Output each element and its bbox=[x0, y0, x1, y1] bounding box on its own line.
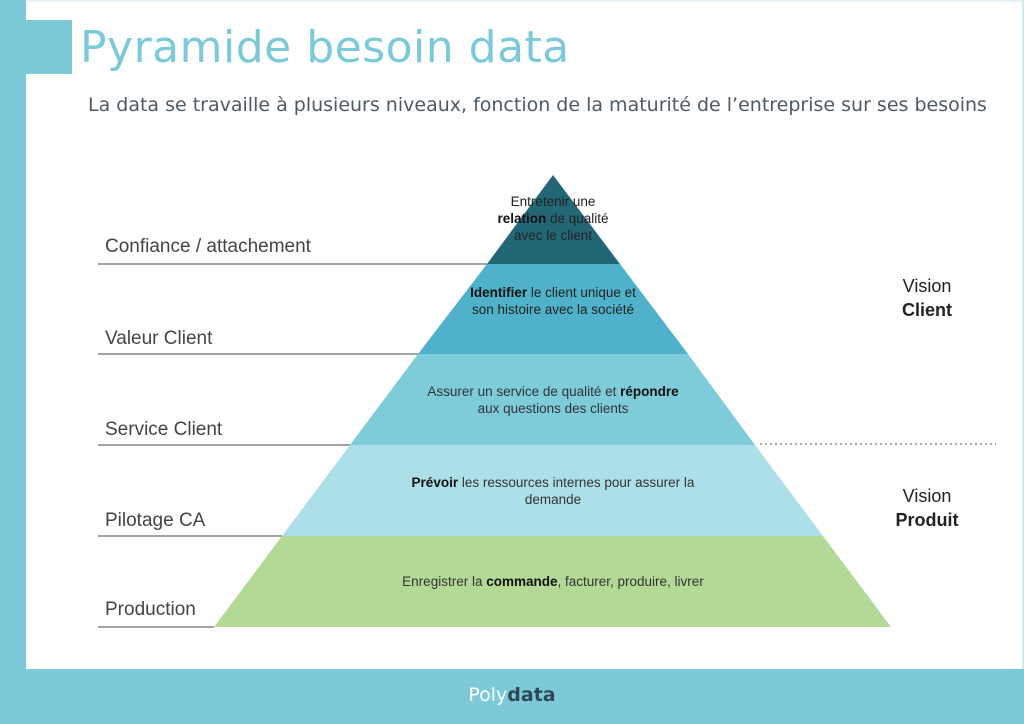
pyramid-layer-pilotage bbox=[282, 445, 823, 536]
footer-bar bbox=[0, 669, 1024, 724]
frame-left-bar bbox=[0, 0, 26, 724]
layer-text-production: Enregistrer la commande, facturer, produ… bbox=[402, 574, 704, 589]
level-label-valeur: Valeur Client bbox=[105, 328, 213, 349]
layer-text-confiance: Entretenir une relation de qualité avec … bbox=[497, 194, 609, 243]
page-subtitle: La data se travaille à plusieurs niveaux… bbox=[88, 94, 987, 116]
level-label-service: Service Client bbox=[105, 419, 223, 440]
layer-text-service: Assurer un service de qualité et répondr… bbox=[427, 384, 679, 416]
pyramid-layer-valeur bbox=[418, 264, 688, 354]
level-label-confiance: Confiance / attachement bbox=[105, 236, 311, 257]
level-label-pilotage: Pilotage CA bbox=[105, 510, 206, 531]
page-title: Pyramide besoin data bbox=[80, 22, 570, 73]
layer-text-pilotage: Prévoir les ressources internes pour ass… bbox=[411, 475, 695, 507]
title-accent-block bbox=[26, 20, 72, 74]
pyramid-layer-production bbox=[214, 536, 891, 627]
frame-top-border bbox=[0, 0, 1024, 2]
frame-right-border bbox=[1022, 0, 1024, 724]
level-label-production: Production bbox=[105, 599, 196, 620]
pyramid-layer-confiance bbox=[487, 175, 620, 264]
layer-text-valeur: Identifier le client unique et son histo… bbox=[470, 285, 636, 317]
pyramid-layer-service bbox=[350, 354, 755, 445]
polydata-logo: Polydata bbox=[468, 684, 556, 706]
